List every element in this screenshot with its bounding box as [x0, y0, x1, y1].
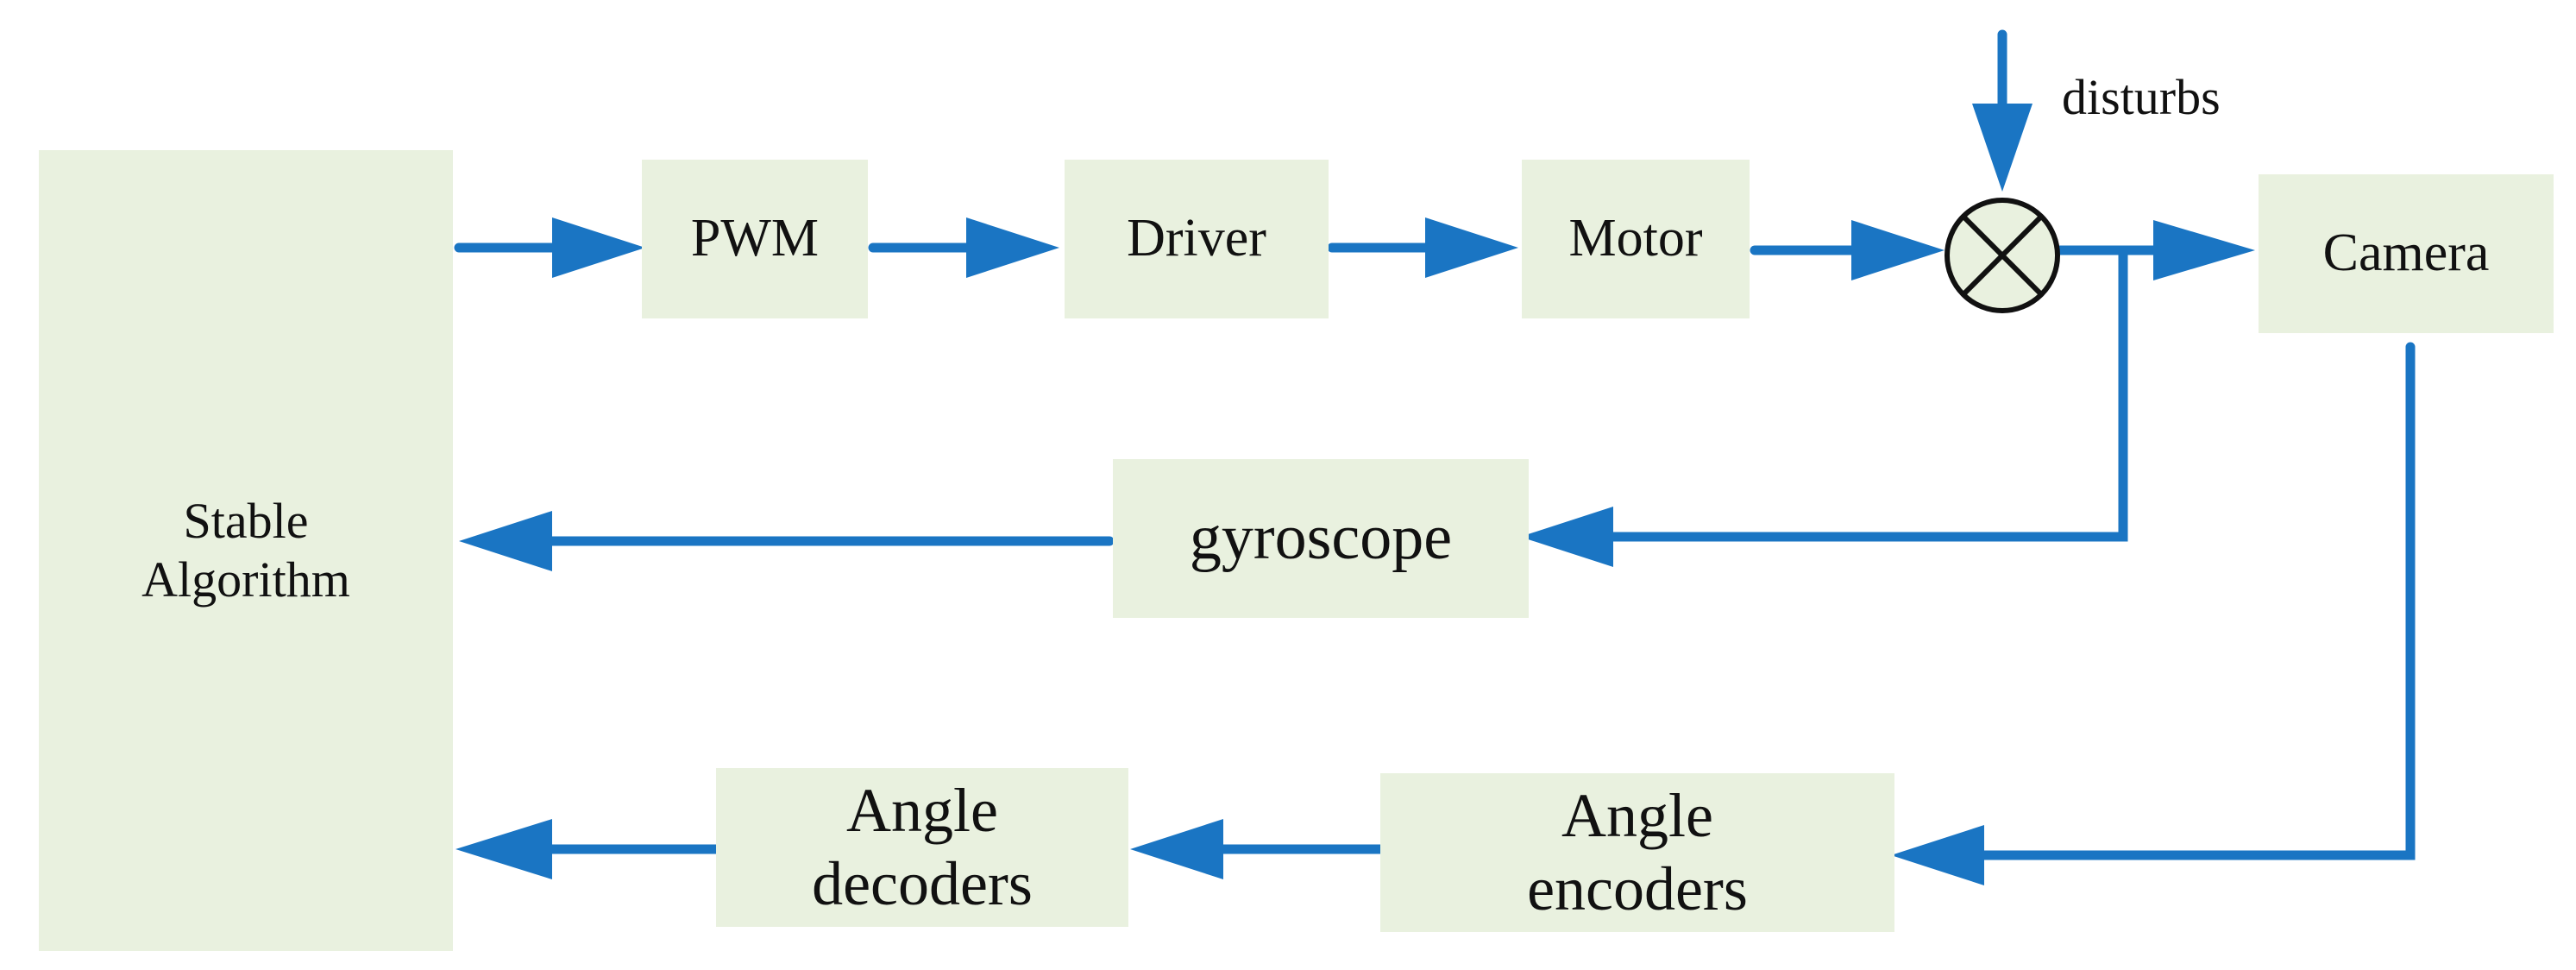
gyroscope-label: gyroscope	[1189, 502, 1453, 574]
camera-block: Camera	[2259, 174, 2554, 333]
arrow-junction-to-gyroscope	[1591, 245, 2128, 542]
arrow-driver-to-motor-head	[1425, 217, 1518, 278]
pwm-block: PWM	[642, 160, 868, 318]
summing-junction-cross-b	[1961, 214, 2044, 297]
arrow-gyroscope-to-algorithm-head	[459, 511, 552, 571]
angle-encoders-label: Angle encoders	[1527, 781, 1748, 923]
summing-junction	[1945, 198, 2060, 313]
arrow-camera-to-encoders-head	[1891, 825, 1984, 885]
arrow-camera-to-encoders	[1962, 342, 2416, 860]
angle-encoders-block: Angle encoders	[1380, 773, 1894, 932]
motor-label: Motor	[1568, 209, 1703, 268]
stable-algorithm-label: Stable Algorithm	[141, 492, 350, 608]
arrow-encoders-to-decoders-head	[1130, 819, 1223, 879]
disturbance-label: disturbs	[2062, 69, 2221, 125]
motor-block: Motor	[1522, 160, 1750, 318]
angle-decoders-label: Angle decoders	[812, 776, 1033, 918]
camera-label: Camera	[2322, 224, 2490, 283]
arrow-disturbance-head	[1972, 104, 2033, 192]
arrow-junction-to-camera-head	[2153, 220, 2255, 280]
driver-block: Driver	[1065, 160, 1329, 318]
arrow-junction-to-gyroscope-head	[1520, 507, 1613, 567]
arrow-decoders-to-algorithm-head	[456, 819, 552, 879]
gyroscope-block: gyroscope	[1113, 459, 1529, 618]
arrow-algorithm-to-pwm-head	[552, 217, 645, 278]
driver-label: Driver	[1127, 209, 1266, 268]
arrow-pwm-to-driver-head	[966, 217, 1059, 278]
stable-algorithm-block: Stable Algorithm	[39, 150, 453, 951]
arrow-motor-to-junction-head	[1851, 220, 1945, 280]
angle-decoders-block: Angle decoders	[716, 768, 1128, 927]
pwm-label: PWM	[690, 209, 820, 268]
